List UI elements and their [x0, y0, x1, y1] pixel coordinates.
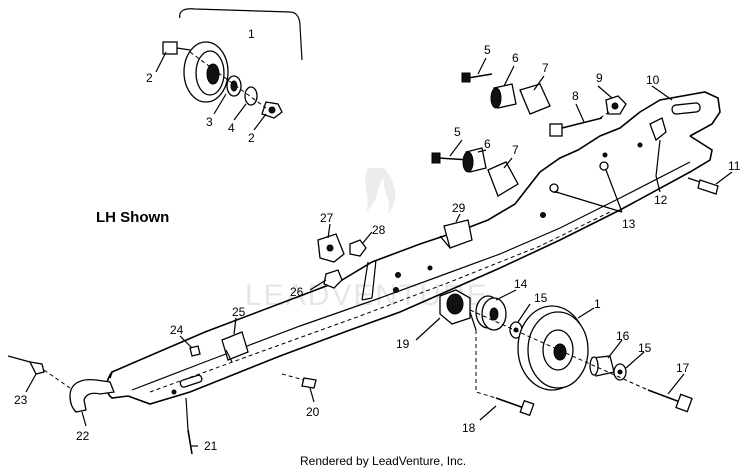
callout-label: 18: [462, 421, 476, 435]
callout-label: 7: [542, 61, 549, 75]
callout-label: 27: [320, 211, 334, 225]
snap-ring-icon: [244, 86, 258, 106]
callout-label: 15: [534, 291, 548, 305]
callout-label: 20: [306, 405, 320, 419]
callout-label: 12: [654, 193, 668, 207]
callout-label: 17: [676, 361, 690, 375]
callout-labels: 1 2 3 4 2 5 6 7 9 10 8 5 6 7 11 12 13 27…: [14, 27, 741, 453]
callout-label: 11: [728, 159, 741, 173]
callout-label: 6: [484, 137, 491, 151]
rear-shock-mount-hardware: [431, 72, 719, 197]
callout-label: 10: [646, 73, 660, 87]
callout-label: 4: [228, 121, 235, 135]
slide-rail: [105, 91, 721, 405]
callout-label: 21: [204, 439, 218, 453]
callout-label: 9: [596, 71, 603, 85]
callout-label: 1: [248, 27, 255, 41]
callout-label: 29: [452, 201, 466, 215]
bolt-icon: [549, 117, 603, 137]
callout-label: 7: [512, 143, 519, 157]
callout-label: 5: [484, 43, 491, 57]
callout-label: 22: [76, 429, 90, 443]
callout-label: 28: [372, 223, 386, 237]
callout-label: 16: [616, 329, 630, 343]
callout-label: 13: [622, 217, 636, 231]
callout-label: 1: [594, 297, 601, 311]
front-rail-hardware: [7, 331, 317, 455]
view-label: LH Shown: [96, 209, 169, 226]
bolt-icon: [261, 101, 283, 119]
callout-label: 26: [290, 285, 304, 299]
callout-label: 24: [170, 323, 184, 337]
leader-lines: [25, 51, 733, 447]
footer-credit: Rendered by LeadVenture, Inc.: [300, 454, 466, 468]
callout-label: 14: [514, 277, 528, 291]
bolt-icon: [647, 389, 693, 413]
callout-label: 5: [454, 125, 461, 139]
callout-label: 3: [206, 115, 213, 129]
callout-label: 15: [638, 341, 652, 355]
callout-label: 25: [232, 305, 246, 319]
callout-label: 2: [146, 71, 153, 85]
bolt-icon: [495, 397, 535, 417]
callout-label: 2: [248, 131, 255, 145]
callout-label: 6: [512, 51, 519, 65]
callout-label: 23: [14, 393, 28, 407]
bolt-icon: [162, 41, 191, 55]
upper-idler-assembly: [162, 8, 303, 119]
callout-label: 8: [572, 89, 579, 103]
callout-label: 19: [396, 337, 410, 351]
lower-idler-assembly: [439, 289, 693, 417]
